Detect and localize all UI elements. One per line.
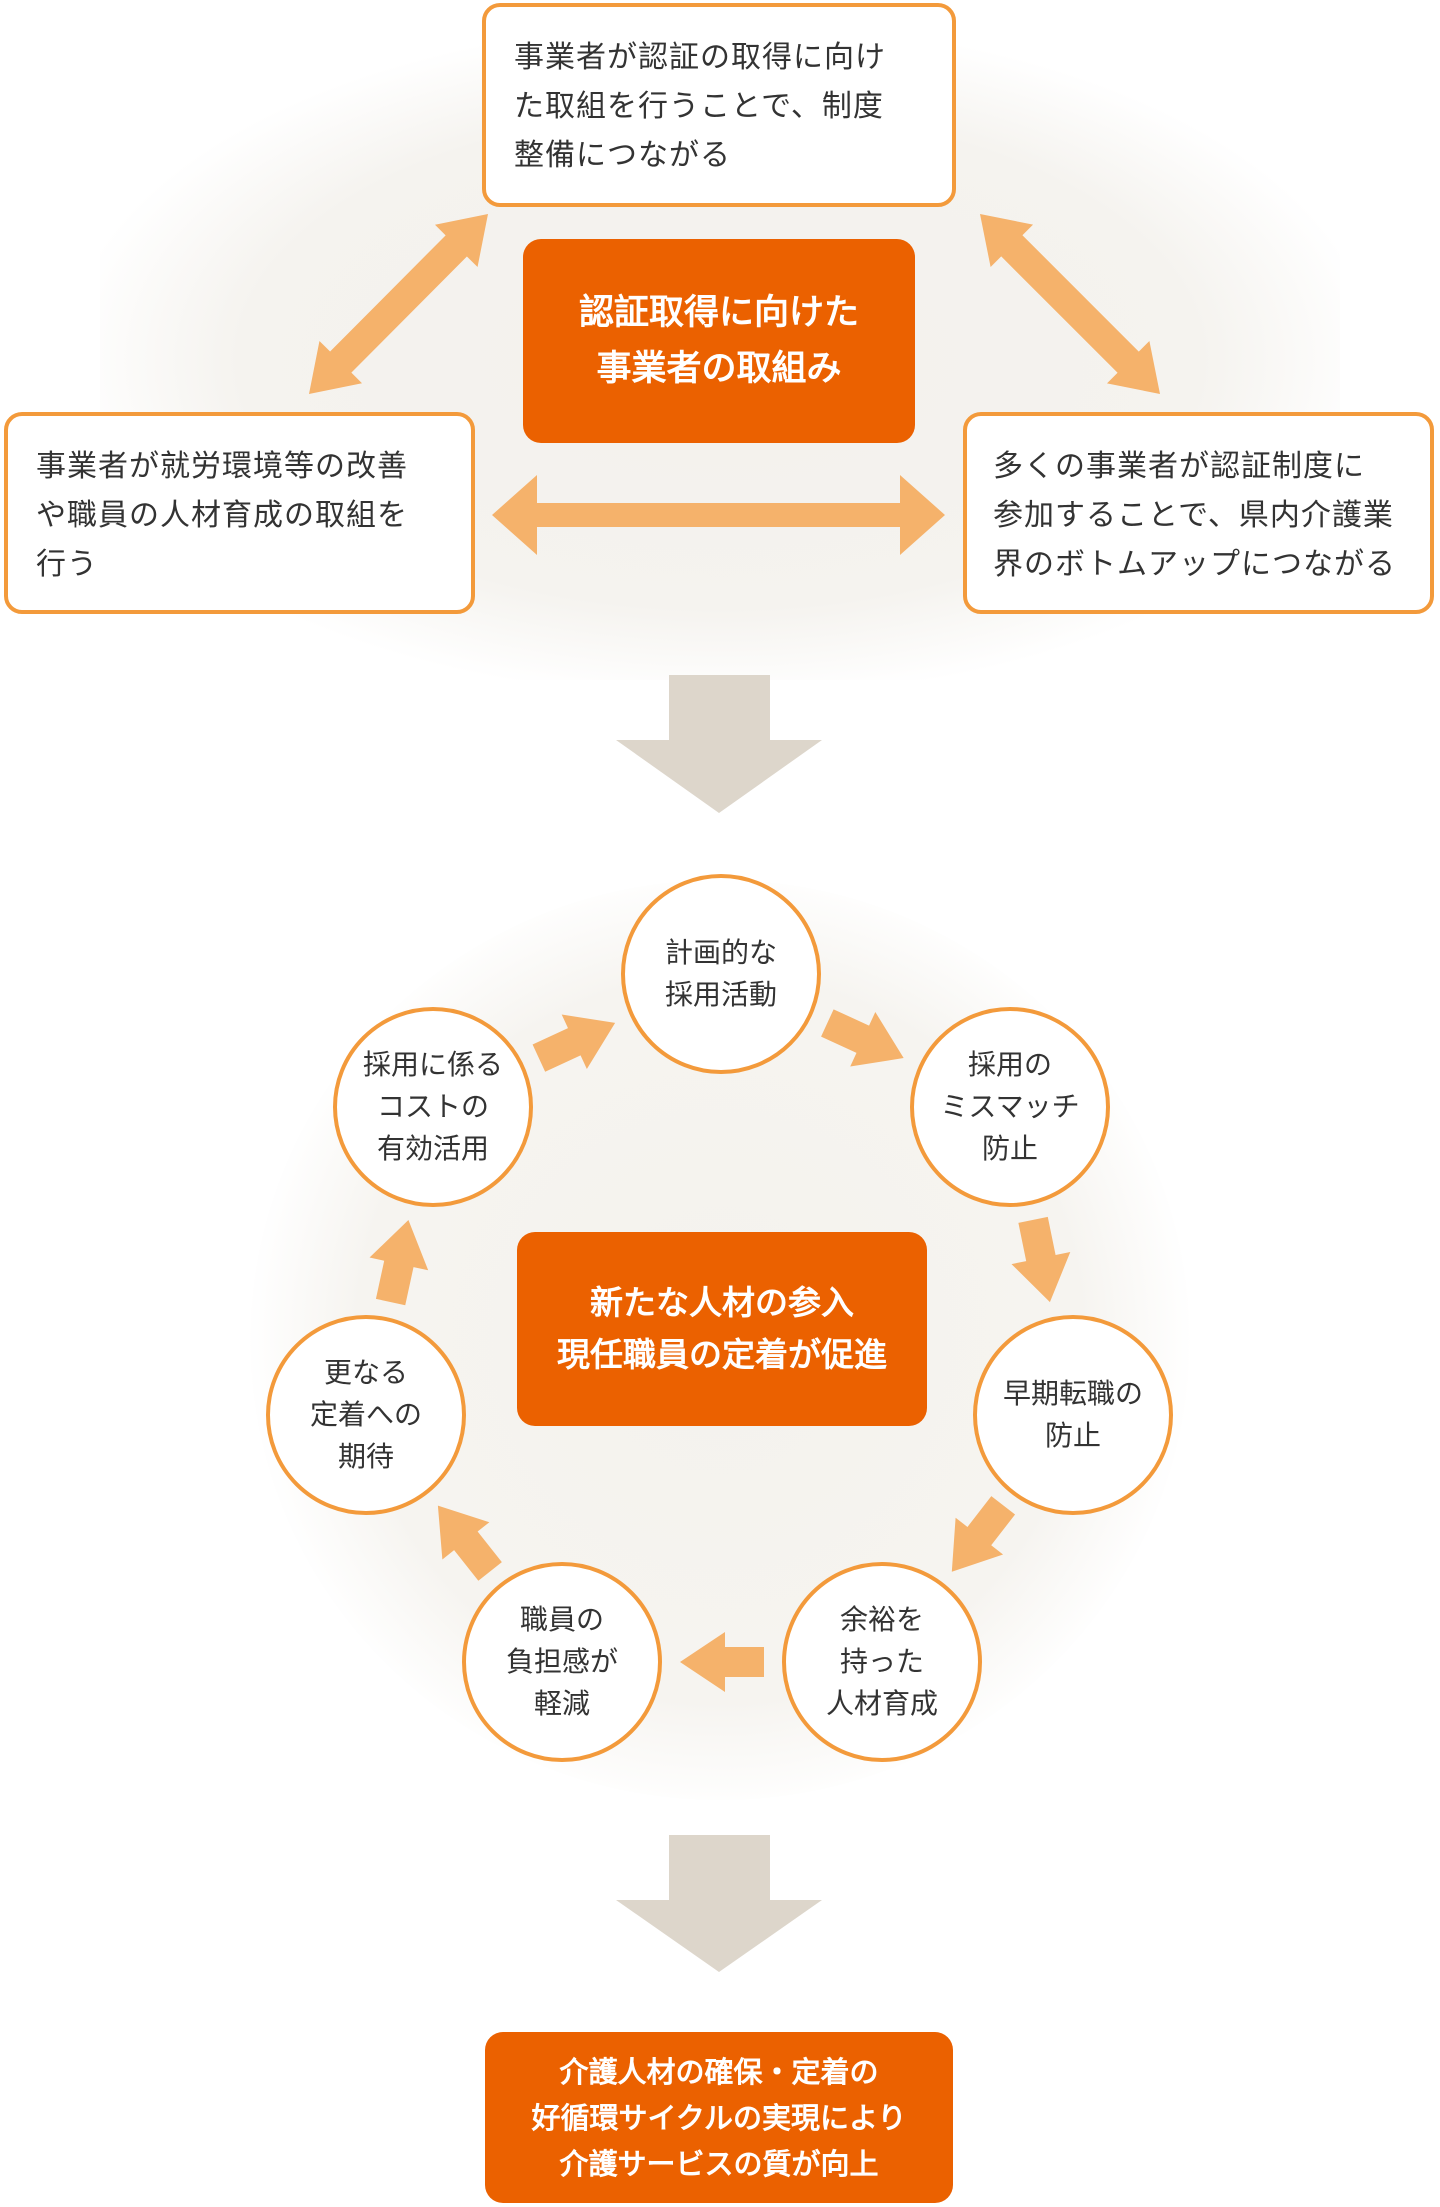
text-line: 参加することで、県内介護業 [993,498,1394,533]
text-line: コストの [376,1090,489,1123]
text-line: 整備につながる [514,138,731,173]
down-arrow-icon [616,675,822,813]
text-line: 早期転職の [1002,1377,1143,1410]
cycle-step-circle: 採用のミスマッチ防止 [910,1007,1110,1207]
text-line: 有効活用 [376,1132,489,1165]
text-line: 採用活動 [664,978,777,1011]
text-line: 事業者の取組み [596,349,842,389]
down-arrow-icon [616,1835,822,1972]
result-box: 介護人材の確保・定着の 好循環サイクルの実現により 介護サービスの質が向上 [485,2032,953,2203]
text-line: 職員の [519,1603,604,1636]
diagonal-double-arrow-icon [980,214,1160,394]
text-line: 多くの事業者が認証制度に [993,449,1365,484]
cycle-arrow-icon [680,1632,764,1692]
text-line: 認証取得に向けた [578,293,859,333]
text-line: 防止 [1044,1419,1101,1452]
text-line: 新たな人材の参入 [590,1283,854,1322]
text-line: 好循環サイクルの実現により [531,2100,907,2135]
diagonal-double-arrow-icon [309,214,488,394]
text-line: 現任職員の定着が促進 [557,1335,887,1374]
text-line: 事業者が就労環境等の改善 [36,449,408,484]
text-line: 更なる [323,1356,408,1389]
cycle-step-circle: 採用に係るコストの有効活用 [333,1007,533,1207]
text-line: 定着への [309,1398,422,1431]
text-line: 界のボトムアップにつながる [993,547,1396,582]
text-line: 軽減 [533,1687,590,1720]
text-line: 介護サービスの質が向上 [559,2146,879,2181]
cycle-arrow-icon [821,1009,904,1067]
cycle-center-box: 新たな人材の参入 現任職員の定着が促進 [517,1232,927,1426]
cycle-step-circle: 余裕を持った人材育成 [782,1562,982,1762]
cycle-arrow-icon [532,1014,616,1072]
text-line: 持った [839,1645,924,1678]
text-line: 採用に係る [362,1048,503,1081]
text-line: 人材育成 [825,1687,938,1720]
left-box: 事業者が就労環境等の改善 や職員の人材育成の取組を 行う [4,412,475,614]
right-box: 多くの事業者が認証制度に 参加することで、県内介護業 界のボトムアップにつながる [963,412,1434,614]
text-line: 期待 [337,1440,394,1473]
text-line: 事業者が認証の取得に向け [514,40,886,75]
double-arrow-icon [492,475,945,555]
center-box-initiative: 認証取得に向けた 事業者の取組み [523,239,915,443]
cycle-step-circle: 早期転職の防止 [973,1315,1173,1515]
cycle-step-circle: 職員の負担感が軽減 [462,1562,662,1762]
text-line: 余裕を [839,1603,924,1636]
text-line: 計画的な [664,936,777,969]
cycle-arrow-icon [1011,1216,1071,1303]
cycle-arrow-icon [369,1219,429,1306]
text-line: 介護人材の確保・定着の [559,2054,879,2089]
top-box: 事業者が認証の取得に向け た取組を行うことで、制度 整備につながる [482,3,956,207]
cycle-step-circle: 更なる定着への期待 [266,1315,466,1515]
text-line: た取組を行うことで、制度 [514,89,884,124]
text-line: 防止 [981,1132,1038,1165]
text-line: や職員の人材育成の取組を [36,498,408,533]
cycle-arrow-icon [951,1496,1016,1572]
text-line: 負担感が [505,1645,618,1678]
text-line: ミスマッチ [940,1090,1080,1123]
cycle-arrow-icon [437,1505,502,1581]
text-line: 行う [36,547,98,582]
text-line: 採用の [967,1048,1052,1081]
cycle-step-circle: 計画的な採用活動 [621,874,821,1074]
